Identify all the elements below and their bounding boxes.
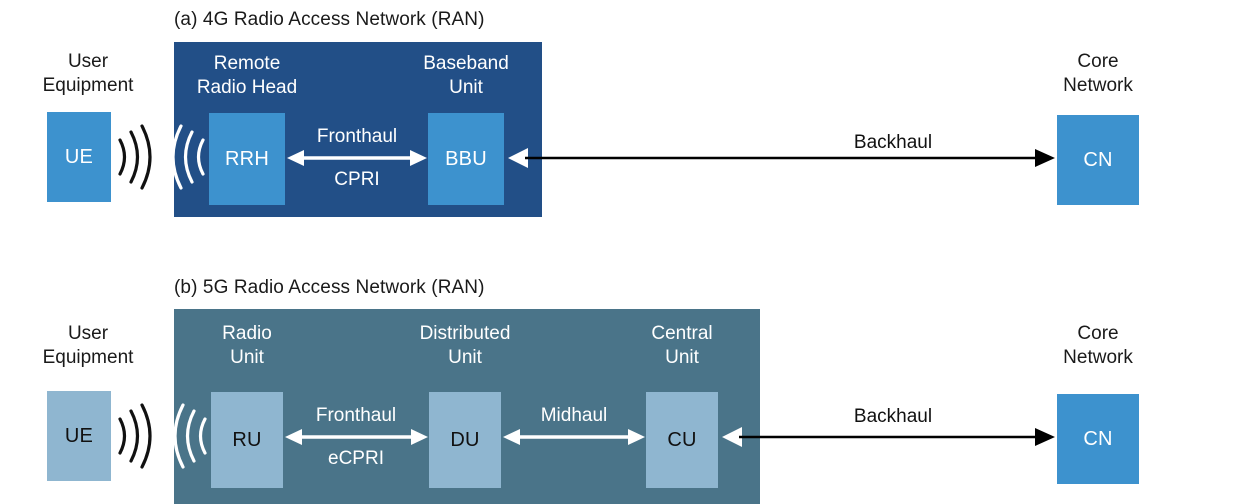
panel-4g-cn-caption: Core Network: [1018, 50, 1178, 98]
panel-5g-ue-caption: User Equipment: [8, 322, 168, 370]
panel-5g-cn-caption-line1: Core: [1077, 323, 1119, 344]
panel-5g-ru-caption: Radio Unit: [178, 322, 316, 370]
panel-4g-cn-caption-line2: Network: [1063, 75, 1133, 96]
panel-5g-cn-label: CN: [1083, 427, 1113, 450]
panel-5g-cu-caption-line2: Unit: [665, 347, 699, 368]
panel-5g-cn-box[interactable]: CN: [1057, 394, 1139, 484]
panel-5g-du-label: DU: [450, 428, 480, 451]
panel-5g-ru-label: RU: [232, 428, 262, 451]
panel-5g-midhaul-label: Midhaul: [540, 405, 608, 426]
panel-4g-rrh-caption-line2: Radio Head: [196, 77, 298, 98]
panel-4g-rrh-caption: Remote Radio Head: [176, 52, 318, 100]
panel-5g-ue-caption-line2: Equipment: [42, 347, 134, 368]
panel-5g-du-caption-line1: Distributed: [419, 323, 511, 344]
panel-5g-fronthaul-label: Fronthaul: [315, 405, 397, 426]
panel-4g-bbu-label: BBU: [445, 147, 487, 170]
panel-5g-cu-box[interactable]: CU: [646, 392, 718, 488]
panel-4g-cpri-label: CPRI: [334, 169, 380, 190]
panel-5g-cu-label: CU: [667, 428, 697, 451]
panel-4g-ue-caption-line1: User: [67, 51, 109, 72]
panel-5g-ue-box[interactable]: UE: [47, 391, 111, 481]
panel-4g-ue-label: UE: [64, 145, 94, 168]
panel-4g-backhaul-label: Backhaul: [853, 132, 933, 153]
panel-4g-bbu-caption: Baseband Unit: [395, 52, 537, 100]
panel-5g-du-caption: Distributed Unit: [396, 322, 534, 370]
panel-4g-rrh-box[interactable]: RRH: [209, 113, 285, 205]
panel-4g-cn-label: CN: [1083, 148, 1113, 171]
panel-5g-ru-caption-line2: Unit: [230, 347, 264, 368]
panel-4g-ue-caption-line2: Equipment: [42, 75, 134, 96]
panel-4g-rrh-caption-line1: Remote: [213, 53, 281, 74]
panel-4g-cn-box[interactable]: CN: [1057, 115, 1139, 205]
panel-5g-du-caption-line2: Unit: [448, 347, 482, 368]
panel-5g-cn-caption-line2: Network: [1063, 347, 1133, 368]
panel-5g-ecpri-label: eCPRI: [328, 448, 384, 469]
panel-5g-ru-box[interactable]: RU: [211, 392, 283, 488]
panel-5g-backhaul-arrow: [722, 427, 1055, 447]
panel-4g-cn-caption-line1: Core: [1077, 51, 1119, 72]
panel-4g-ue-box[interactable]: UE: [47, 112, 111, 202]
panel-4g-bbu-caption-line2: Unit: [449, 77, 483, 98]
panel-4g-ue-radio-waves-icon: [118, 124, 152, 190]
panel-5g-ue-label: UE: [64, 424, 94, 447]
panel-5g-ru-caption-line1: Radio: [222, 323, 272, 344]
panel-5g-title: (b) 5G Radio Access Network (RAN): [174, 277, 485, 298]
panel-5g-ue-caption-line1: User: [67, 323, 109, 344]
panel-5g-cn-caption: Core Network: [1018, 322, 1178, 370]
panel-5g-du-box[interactable]: DU: [429, 392, 501, 488]
panel-5g-ue-radio-waves-icon: [118, 403, 152, 469]
panel-5g-cu-caption: Central Unit: [613, 322, 751, 370]
panel-5g-cu-caption-line1: Central: [651, 323, 713, 344]
panel-4g-title: (a) 4G Radio Access Network (RAN): [174, 9, 485, 30]
panel-4g-fronthaul-label: Fronthaul: [316, 126, 398, 147]
panel-5g-backhaul-label: Backhaul: [853, 406, 933, 427]
panel-4g-bbu-box[interactable]: BBU: [428, 113, 504, 205]
panel-4g-ue-caption: User Equipment: [8, 50, 168, 98]
panel-4g-rrh-label: RRH: [225, 147, 269, 170]
panel-4g-bbu-caption-line1: Baseband: [423, 53, 509, 74]
